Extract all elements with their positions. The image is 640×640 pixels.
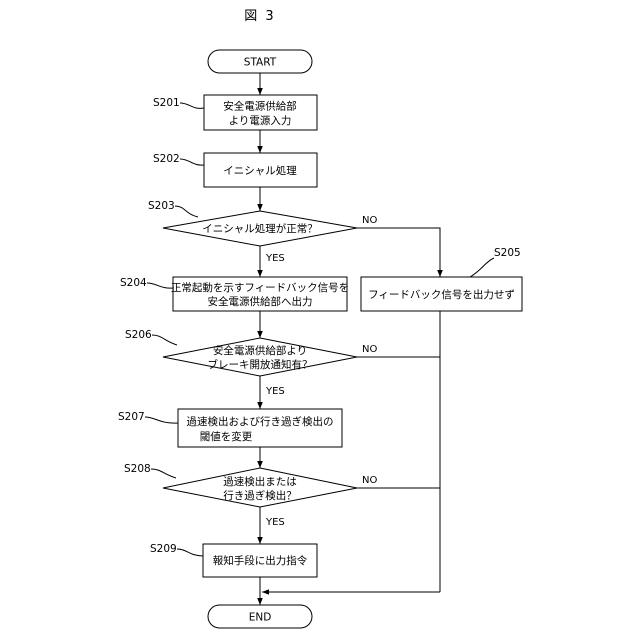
leader-s208 bbox=[151, 469, 176, 478]
branch-s203-no: NO bbox=[362, 215, 377, 226]
process-s204-line1: 正常起動を示すフィードバック信号を bbox=[171, 281, 349, 294]
decision-s208-line2: 行き過ぎ検出？ bbox=[223, 489, 297, 502]
figure-title: 図 3 bbox=[244, 9, 275, 24]
leader-s207 bbox=[145, 417, 178, 423]
decision-s206-line2: ブレーキ開放通知有？ bbox=[208, 358, 313, 371]
connector-s203-no-s205 bbox=[357, 228, 440, 277]
leader-s202 bbox=[180, 159, 204, 165]
decision-s203-label: イニシャル処理が正常？ bbox=[202, 222, 318, 235]
step-label-s204: S204 bbox=[120, 277, 147, 289]
branch-s208-no: NO bbox=[362, 475, 377, 486]
leader-s203 bbox=[175, 206, 198, 217]
step-label-s203: S203 bbox=[148, 200, 175, 212]
leader-s204 bbox=[147, 283, 173, 288]
process-s204-line2: 安全電源供給部へ出力 bbox=[208, 295, 313, 308]
start-label: START bbox=[244, 57, 277, 69]
process-s201-line2: より電源入力 bbox=[229, 114, 292, 127]
decision-s206-line1: 安全電源供給部より bbox=[213, 344, 307, 357]
leader-s206 bbox=[152, 335, 177, 345]
leader-s205 bbox=[470, 258, 494, 277]
step-label-s205: S205 bbox=[494, 247, 521, 259]
branch-s206-no: NO bbox=[362, 344, 377, 355]
leader-s201 bbox=[180, 103, 204, 108]
decision-s208-line1: 過速検出または bbox=[223, 475, 297, 488]
branch-s203-yes: YES bbox=[265, 253, 285, 264]
process-s207-line2: 閾値を変更 bbox=[200, 430, 253, 443]
process-s207-line1: 過速検出および行き過ぎ検出の bbox=[187, 415, 334, 428]
step-label-s206: S206 bbox=[125, 329, 152, 341]
process-s202-label: イニシャル処理 bbox=[223, 164, 297, 177]
step-label-s209: S209 bbox=[150, 543, 177, 555]
step-label-s208: S208 bbox=[124, 463, 151, 475]
process-s205-label: フィードバック信号を出力せず bbox=[368, 288, 515, 301]
leader-s209 bbox=[177, 549, 203, 556]
branch-s206-yes: YES bbox=[265, 386, 285, 397]
process-s209-label: 報知手段に出力指令 bbox=[213, 554, 308, 567]
step-label-s201: S201 bbox=[153, 97, 180, 109]
step-label-s202: S202 bbox=[153, 153, 180, 165]
process-s201-line1: 安全電源供給部 bbox=[223, 100, 297, 113]
end-label: END bbox=[249, 612, 272, 624]
step-label-s207: S207 bbox=[118, 411, 145, 423]
branch-s208-yes: YES bbox=[265, 517, 285, 528]
